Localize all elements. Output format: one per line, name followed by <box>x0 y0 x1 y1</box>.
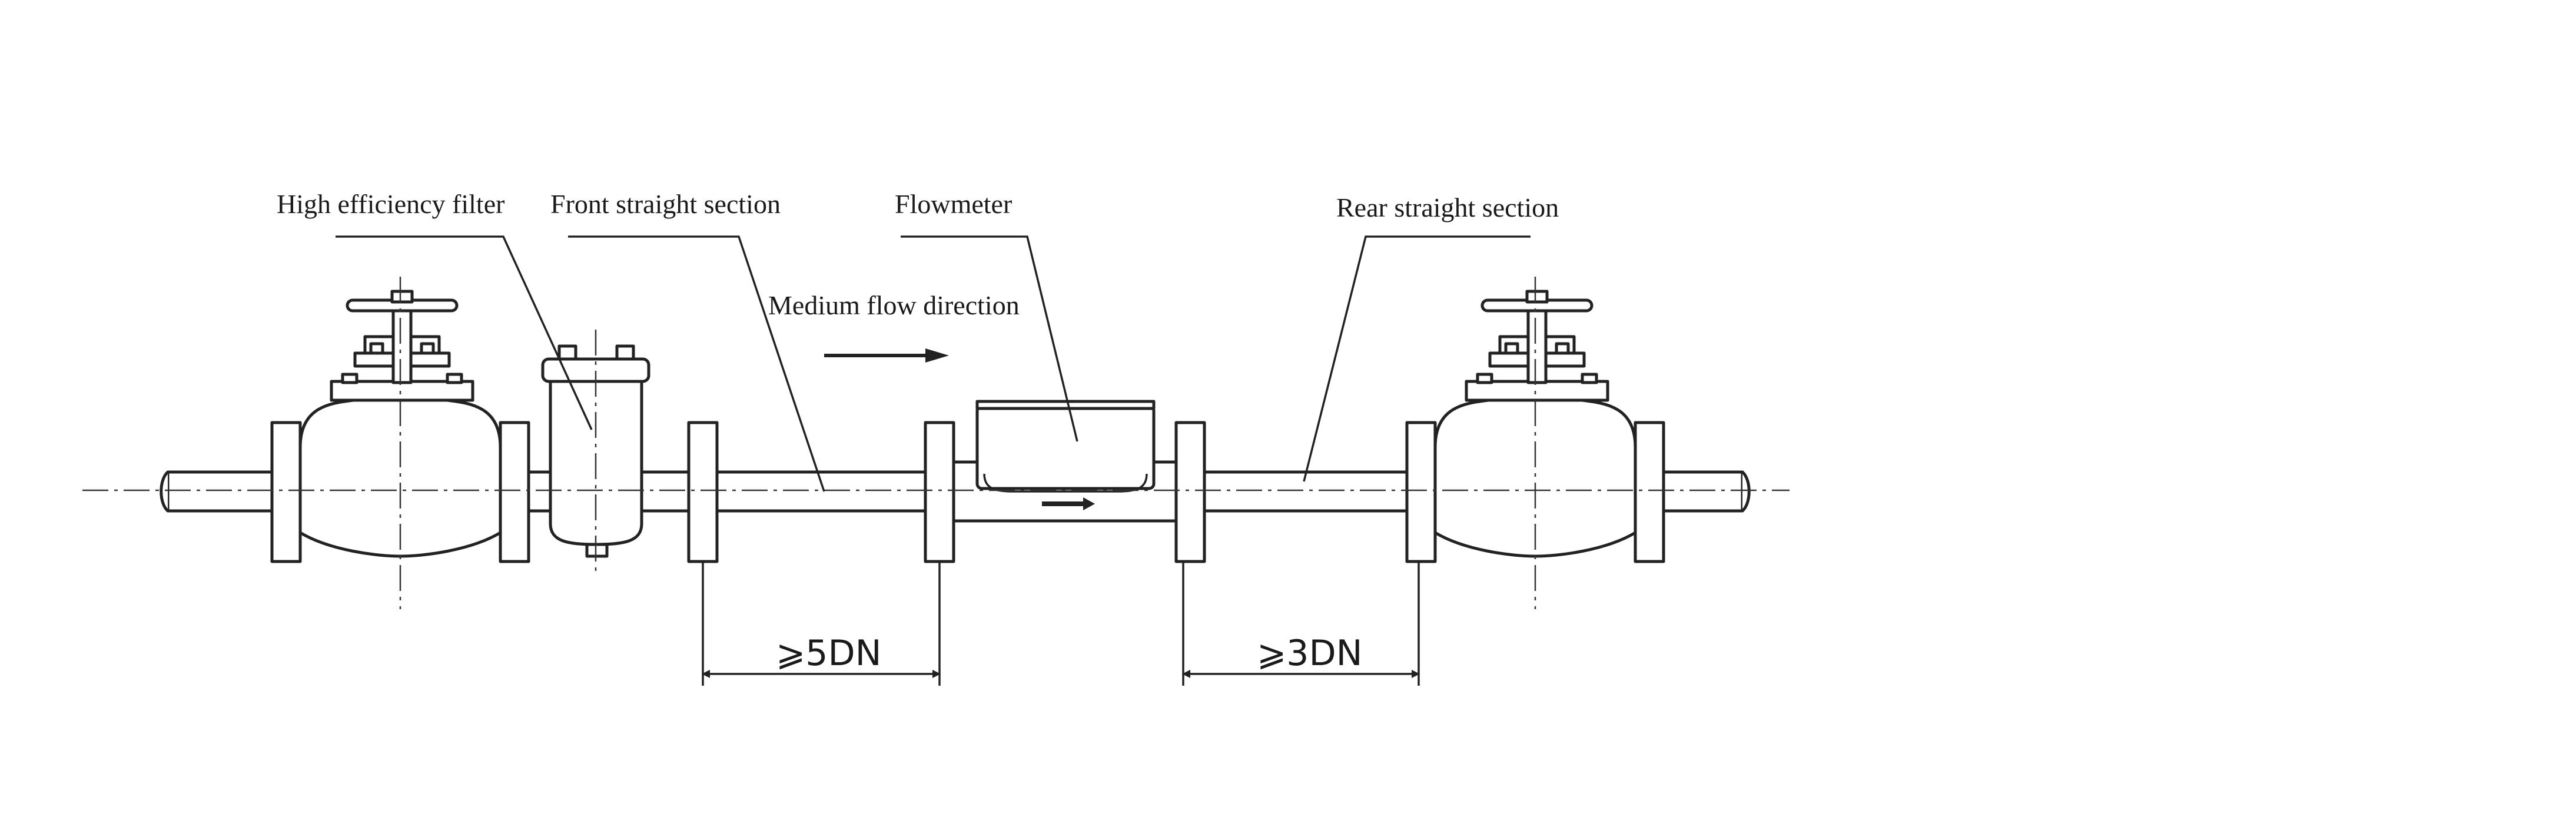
right-valve <box>1405 290 1665 563</box>
centerlines <box>82 277 1790 609</box>
right-valve-flange-out <box>1634 421 1665 563</box>
left-valve-bolt <box>446 373 463 384</box>
right-valve-bonnet-flange <box>1465 380 1609 402</box>
dimension-rear: ⩾3DN <box>1182 562 1420 686</box>
left-valve-nut <box>390 290 414 304</box>
filter <box>541 344 719 563</box>
flowmeter-leader <box>901 235 1078 442</box>
pipe-end-left <box>160 471 169 512</box>
dimension-rear-label: ⩾3DN <box>1257 633 1363 674</box>
flowmeter-flange-in <box>924 421 955 563</box>
filter-flange <box>687 421 719 563</box>
left-valve <box>270 290 530 563</box>
filter-bolt <box>557 344 577 361</box>
filter-drain <box>585 543 609 558</box>
rear-section-leader <box>1303 235 1531 482</box>
pipe-end-right <box>1741 471 1751 512</box>
filter-label: High efficiency filter <box>277 189 504 219</box>
filter-bolt <box>615 344 635 361</box>
rear-section-label: Rear straight section <box>1336 192 1559 222</box>
left-valve-bolt <box>420 342 435 355</box>
left-valve-flange-out <box>499 421 530 563</box>
flowmeter-top-bar <box>975 400 1156 410</box>
left-valve-bolt <box>341 373 358 384</box>
front-section-label: Front straight section <box>550 189 781 219</box>
right-valve-bolt <box>1555 342 1570 355</box>
left-valve-bonnet-flange <box>330 380 474 402</box>
flowmeter-label: Flowmeter <box>895 189 1012 219</box>
flowmeter-base-curve <box>983 473 1148 493</box>
dimension-front-label: ⩾5DN <box>776 633 882 674</box>
right-valve-flange-in <box>1405 421 1437 563</box>
left-valve-flange-in <box>270 421 302 563</box>
left-valve-stem <box>391 304 413 384</box>
right-valve-bolt <box>1476 373 1493 384</box>
flowmeter-display-housing <box>975 404 1156 490</box>
flow-direction-arrow-icon <box>824 348 949 363</box>
front-section-leader <box>568 235 825 492</box>
filter-leader <box>336 235 593 430</box>
leader-lines <box>336 235 1531 492</box>
dimension-front: ⩾5DN <box>702 562 941 686</box>
flowmeter-flange-out <box>1174 421 1206 563</box>
flowmeter <box>924 400 1206 563</box>
right-valve-stem <box>1526 304 1548 384</box>
flow-direction-label: Medium flow direction <box>768 290 1020 320</box>
left-valve-bolt <box>369 342 384 355</box>
flowmeter-flow-arrow-icon <box>1042 497 1095 510</box>
right-valve-nut <box>1525 290 1549 304</box>
right-valve-bolt <box>1504 342 1519 355</box>
right-valve-bolt <box>1581 373 1598 384</box>
labels: High efficiency filter Front straight se… <box>277 189 1559 320</box>
